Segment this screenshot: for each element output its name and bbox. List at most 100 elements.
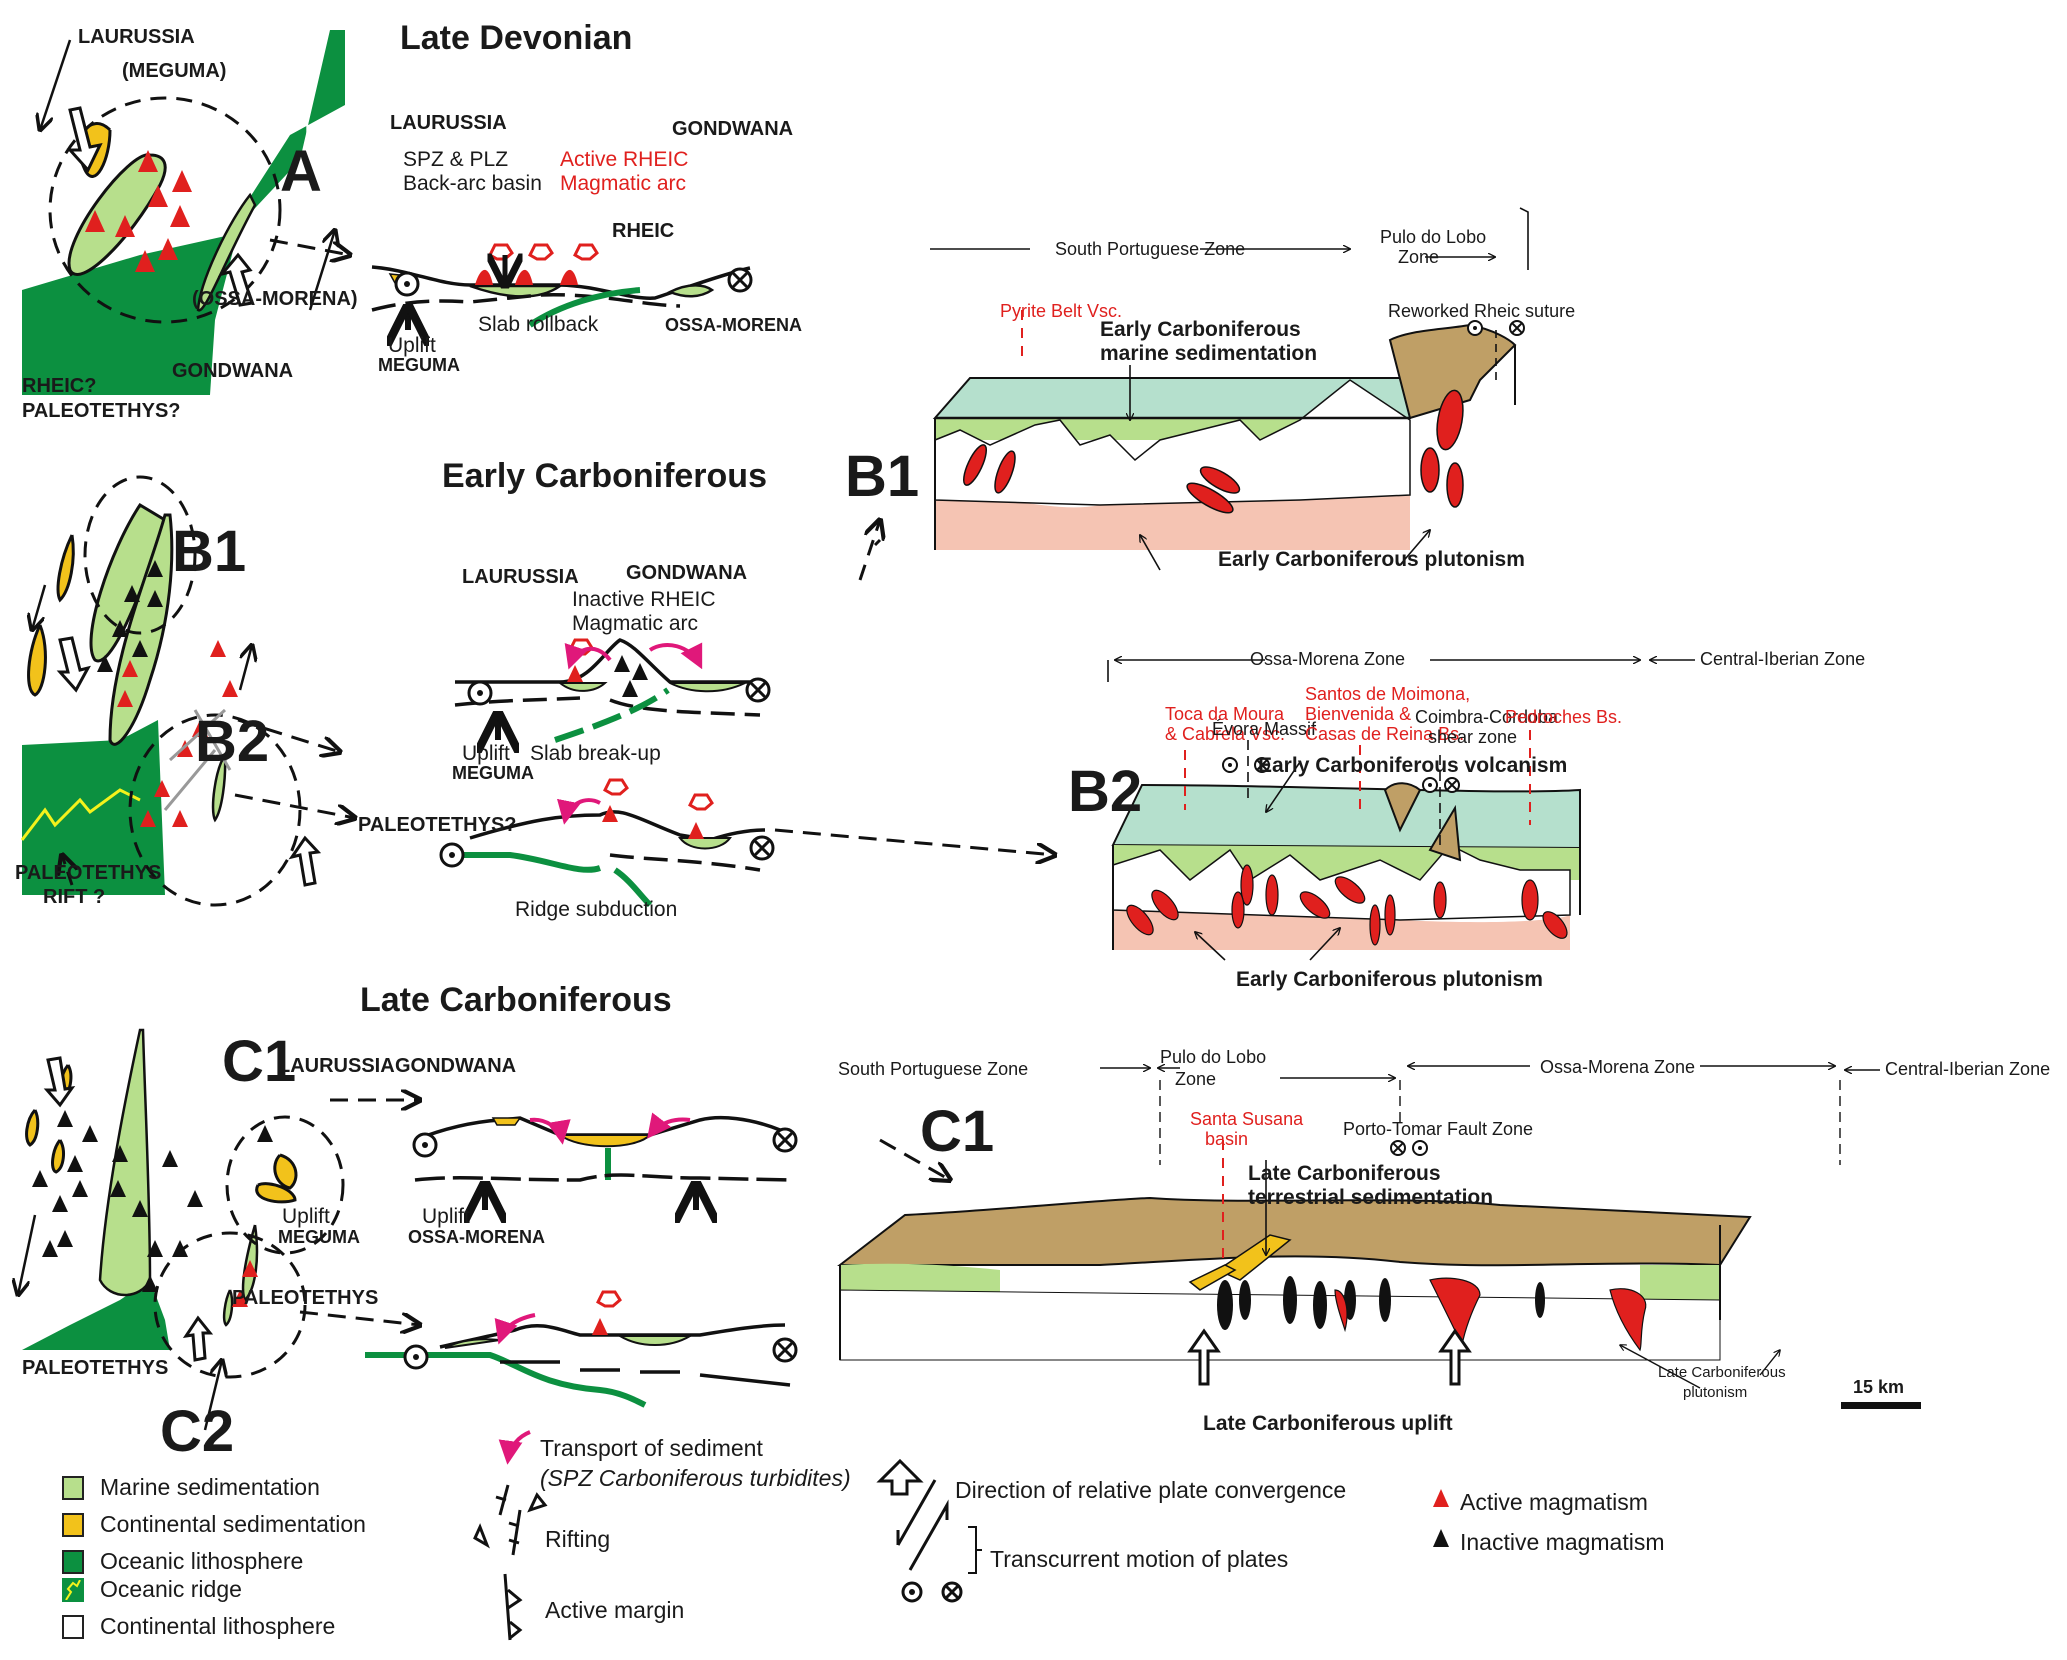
profile-b1-meguma: MEGUMA — [452, 763, 534, 783]
profile-b2-paleotethys: PALEOTETHYS? — [358, 814, 517, 836]
marine-sed-strip — [196, 192, 257, 312]
transcurrent-arrow — [40, 39, 72, 130]
transcurrent-icon — [896, 1479, 949, 1571]
legend-inactive-magmatism: Inactive magmatism — [1460, 1529, 1665, 1555]
panel-label-b2: B2 — [195, 709, 270, 774]
profile-b1 — [454, 638, 771, 740]
label-rheic-suture: Reworked Rheic suture — [1388, 301, 1576, 321]
legend-marine: Marine sedimentation — [100, 1474, 320, 1500]
legend-swatch-continental-sed — [62, 1513, 84, 1537]
zone-omz-b2: Ossa-Morena Zone — [1250, 649, 1406, 669]
profile-a-laurussia: LAURUSSIA — [390, 112, 507, 134]
legend-transcurrent: Transcurrent motion of plates — [990, 1546, 1289, 1572]
active-magmatism-icon — [1433, 1489, 1449, 1507]
label-marine-sed-line1: Early Carboniferous — [1100, 318, 1301, 341]
legend-continental-sed: Continental sedimentation — [100, 1511, 366, 1537]
label-evora: Évora Massif — [1212, 719, 1317, 739]
scale-label: 15 km — [1853, 1377, 1905, 1397]
label-santos-line2: Bienvenida & — [1305, 704, 1412, 724]
zone-omz-c1: Ossa-Morena Zone — [1540, 1057, 1696, 1077]
label-plutonism-b2: Early Carboniferous plutonism — [1236, 968, 1543, 991]
zone-plz-b1-line2: Zone — [1398, 247, 1440, 267]
inactive-magmatism-icon — [1433, 1529, 1449, 1547]
label-late-plutonism-line2: plutonism — [1683, 1384, 1748, 1401]
profile-b1-magmatic-arc: Magmatic arc — [572, 612, 699, 635]
map-label-paleotethys: PALEOTETHYS — [15, 862, 162, 884]
zoom-circle-a — [48, 96, 282, 324]
legend-rifting: Rifting — [545, 1526, 611, 1552]
transport-icon — [498, 1430, 531, 1465]
profile-a-ossa-morena: OSSA-MORENA — [665, 315, 803, 335]
legend-ridge: Oceanic ridge — [100, 1576, 242, 1602]
map-label-rift: RIFT ? — [43, 886, 106, 908]
zoom-arrow-a — [269, 238, 350, 255]
label-marine-sed-line2: marine sedimentation — [1100, 342, 1318, 365]
label-coimbra-line2: shear zone — [1428, 727, 1518, 747]
profile-c2-paleotethys: PALEOTETHYS — [232, 1287, 379, 1309]
profile-a-uplift: Uplift — [388, 334, 436, 357]
map-label-rheic-q: RHEIC? — [22, 375, 97, 397]
panel-label-c2: C2 — [160, 1399, 235, 1464]
legend-convergence: Direction of relative plate convergence — [955, 1477, 1347, 1503]
zone-plz-b1-line1: Pulo do Lobo — [1380, 227, 1487, 247]
convergence-arrow — [217, 252, 254, 307]
oceanic-ridge — [20, 788, 141, 841]
profile-c1-meguma: MEGUMA — [278, 1227, 360, 1247]
map-label-paleotethys-q: PALEOTETHYS? — [22, 400, 181, 422]
legend-graphics — [473, 1430, 1449, 1641]
ridge-icon — [65, 1580, 81, 1600]
profile-a-magmatic-arc: Magmatic arc — [560, 172, 687, 195]
legend-swatch-continental-lith — [62, 1615, 84, 1639]
panel-label-a: A — [280, 139, 322, 204]
section-title-late-devonian: Late Devonian — [400, 19, 633, 57]
label-santos-line1: Santos de Moimona, — [1305, 684, 1471, 704]
block-diagram-c1 — [837, 1066, 1921, 1409]
zone-ciz-b2: Central-Iberian Zone — [1700, 649, 1866, 669]
legend-active-margin: Active margin — [545, 1597, 685, 1623]
profile-c1-uplift-right: Uplift — [422, 1205, 470, 1228]
profile-a-rheic: RHEIC — [612, 220, 675, 242]
label-toca-line2: & Cabrela Vsc. — [1165, 724, 1286, 744]
label-terrestrial-line2: terrestrial sedimentation — [1248, 1186, 1494, 1209]
profile-a-slab-rollback: Slab rollback — [478, 313, 599, 336]
zone-ciz-c1: Central-Iberian Zone — [1885, 1059, 2051, 1079]
active-magmatism-markers — [85, 150, 192, 272]
legend-oceanic: Oceanic lithosphere — [100, 1548, 304, 1574]
profile-b2-ridge-subduction: Ridge subduction — [515, 898, 678, 921]
profile-c1-uplift-left: Uplift — [282, 1205, 330, 1228]
zone-spz-b1: South Portuguese Zone — [1055, 239, 1246, 259]
profile-c1-gondwana: GONDWANA — [395, 1055, 517, 1077]
profile-a — [371, 243, 753, 330]
transcurrent-arrow — [308, 230, 335, 311]
label-coimbra-line1: Coimbra-Cordoba — [1415, 707, 1559, 727]
zone-plz-c1-line2: Zone — [1175, 1069, 1217, 1089]
profile-c1-ossa-morena: OSSA-MORENA — [408, 1227, 546, 1247]
label-porto-tomar: Porto-Tomar Fault Zone — [1343, 1119, 1534, 1139]
section-title-late-carboniferous: Late Carboniferous — [360, 981, 672, 1019]
profile-c1 — [412, 1112, 798, 1210]
map-late-carboniferous — [18, 1028, 420, 1431]
panel-label-c1: C1 — [222, 1029, 297, 1094]
profile-a-back-arc: Back-arc basin — [403, 172, 542, 195]
profile-c1-laurussia: LAURUSSIA — [278, 1055, 395, 1077]
map-label-ossa-morena: (OSSA-MORENA) — [192, 288, 358, 310]
profile-b2 — [439, 778, 1055, 908]
section-title-early-carboniferous: Early Carboniferous — [442, 457, 767, 495]
legend-swatch-marine — [62, 1476, 84, 1500]
label-volcanism: Early Carboniferous volcanism — [1258, 754, 1568, 777]
label-plutonism-b1: Early Carboniferous plutonism — [1218, 548, 1525, 571]
map-label-rheic: RHEIC — [305, 122, 368, 144]
legend-transport-line1: Transport of sediment — [540, 1435, 763, 1461]
legend-swatch-ridge — [62, 1578, 84, 1602]
profile-b1-gondwana: GONDWANA — [626, 562, 748, 584]
profile-b1-slab-breakup: Slab break-up — [530, 742, 661, 765]
map-label-paleotethys-c: PALEOTETHYS — [22, 1357, 169, 1379]
active-margin-icon — [503, 1573, 523, 1641]
label-toca-line1: Toca da Moura — [1165, 704, 1285, 724]
convergence-arrow — [66, 106, 103, 173]
map-late-devonian — [22, 30, 350, 395]
profile-b1-uplift: Uplift — [462, 742, 510, 765]
legend-transport-line2: (SPZ Carboniferous turbidites) — [540, 1465, 851, 1491]
map-label-meguma: (MEGUMA) — [122, 60, 227, 82]
